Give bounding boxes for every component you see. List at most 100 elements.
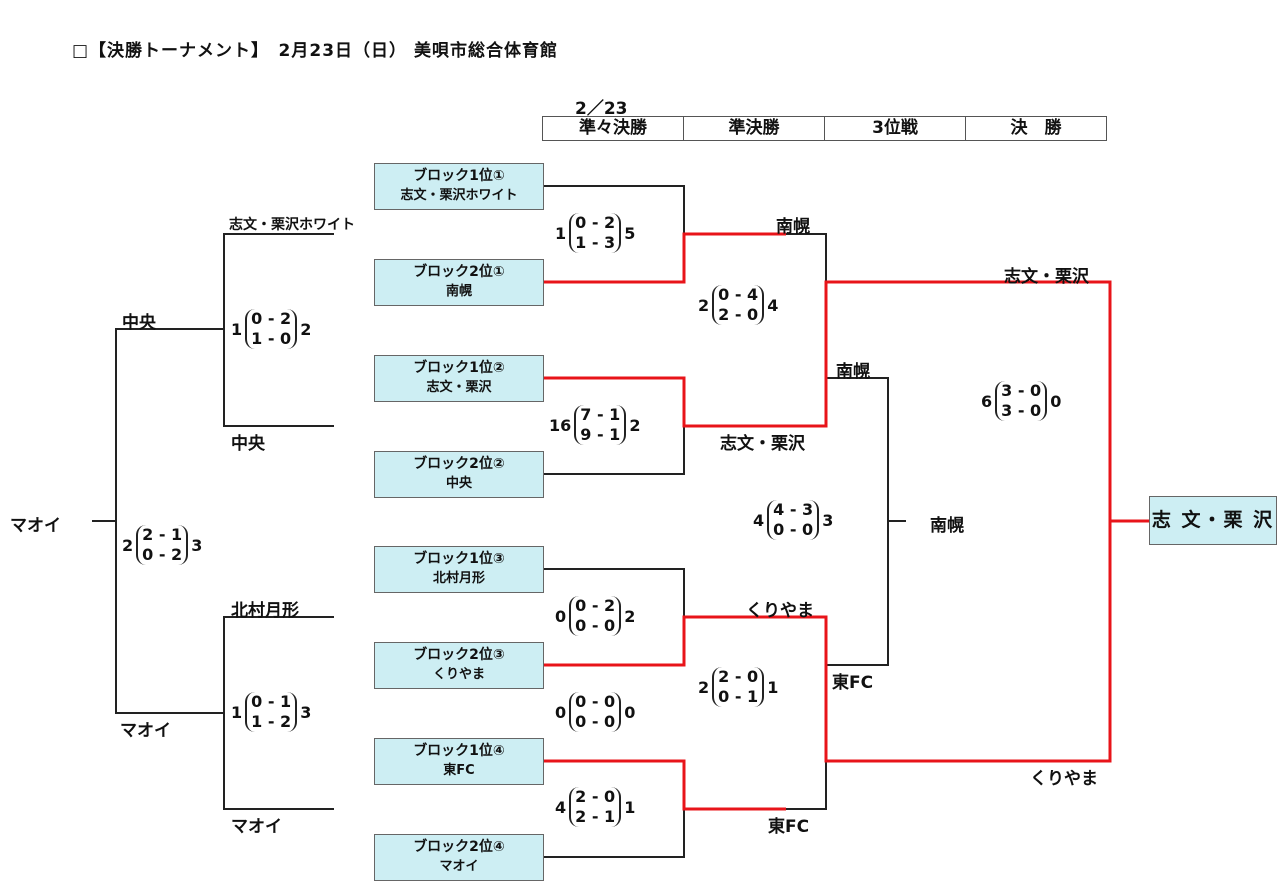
round-third-place: 3位戦 (824, 116, 966, 141)
score-right: 0 (1050, 391, 1062, 411)
page-title: □【決勝トーナメント】 2月23日（日） 美唄市総合体育館 (72, 41, 558, 61)
block-team: 志文・栗沢ホワイト (400, 188, 518, 203)
block-team: 南幌 (445, 284, 472, 299)
score-half: 0 - 2 (575, 596, 616, 615)
block-label: ブロック2位③ (413, 647, 505, 663)
score-left: 2 (698, 677, 710, 697)
block-label: ブロック1位② (413, 360, 505, 376)
block-box: ブロック1位④ 東FC (374, 738, 544, 785)
score-left: 4 (555, 797, 567, 817)
block-box: ブロック2位① 南幌 (374, 259, 544, 306)
block-label: ブロック1位③ (413, 551, 505, 567)
score-half: 2 - 1 (142, 525, 183, 544)
block-team: 中央 (445, 476, 472, 491)
team-label: マオイ (10, 516, 61, 536)
block-box: ブロック1位① 志文・栗沢ホワイト (374, 163, 544, 210)
block-box: ブロック1位③ 北村月形 (374, 546, 544, 593)
round-final: 決 勝 (965, 116, 1107, 141)
team-label: くりやま (746, 601, 814, 621)
score-half: 2 - 1 (575, 807, 616, 826)
score-left: 0 (555, 702, 567, 722)
score-half: 1 - 2 (251, 712, 292, 731)
block-label: ブロック2位① (413, 264, 505, 280)
block-label: ブロック2位② (413, 456, 505, 472)
team-label: 南幌 (776, 217, 810, 237)
score-right: 1 (767, 677, 779, 697)
score-left: 6 (981, 391, 993, 411)
black-lines (92, 185, 906, 858)
score-right: 4 (767, 295, 779, 315)
score-half: 0 - 1 (718, 687, 759, 706)
block-team: 志文・栗沢 (426, 380, 492, 395)
score-left: 1 (231, 702, 243, 722)
team-label: 南幌 (930, 516, 964, 536)
score-left: 1 (555, 223, 567, 243)
team-label: くりやま (1030, 769, 1098, 789)
score-left: 2 (698, 295, 710, 315)
score-right: 0 (624, 702, 636, 722)
block-label: ブロック1位④ (413, 743, 505, 759)
score-half: 2 - 0 (718, 667, 759, 686)
champion-box: 志 文・栗 沢 (1149, 496, 1277, 545)
block-box: ブロック2位④ マオイ (374, 834, 544, 881)
score-right: 3 (300, 702, 312, 722)
score-half: 0 - 4 (718, 285, 759, 304)
score-right: 3 (191, 535, 203, 555)
round-date: 2／23 (575, 99, 628, 119)
team-label: 志文・栗沢 (1004, 267, 1089, 287)
score-half: 2 - 0 (575, 787, 616, 806)
team-label: 北村月形 (231, 601, 299, 621)
score-left: 0 (555, 606, 567, 626)
round-semifinal: 準決勝 (683, 116, 825, 141)
score-half: 2 - 0 (718, 305, 759, 324)
score-half: 0 - 2 (251, 309, 292, 328)
round-header: 準々決勝 準決勝 3位戦 決 勝 (542, 116, 1107, 141)
score-half: 3 - 0 (1001, 381, 1042, 400)
score-left: 4 (753, 510, 765, 530)
team-label: 中央 (122, 313, 156, 333)
team-label: 東FC (768, 817, 810, 837)
score-left: 16 (549, 415, 572, 435)
score-left: 2 (122, 535, 134, 555)
score-half: 4 - 3 (773, 500, 814, 519)
winner-lines (544, 232, 1149, 811)
block-box: ブロック2位② 中央 (374, 451, 544, 498)
round-quarterfinal: 準々決勝 (542, 116, 684, 141)
score-half: 9 - 1 (580, 425, 621, 444)
score-right: 1 (624, 797, 636, 817)
score-half: 0 - 0 (575, 712, 616, 731)
block-box: ブロック1位② 志文・栗沢 (374, 355, 544, 402)
score-right: 5 (624, 223, 636, 243)
block-team: 北村月形 (432, 571, 485, 586)
team-label: マオイ (231, 817, 282, 837)
score-right: 3 (822, 510, 834, 530)
block-team: 東FC (443, 763, 475, 778)
score-half: 1 - 3 (575, 233, 616, 252)
block-box: ブロック2位③ くりやま (374, 642, 544, 689)
team-label: 志文・栗沢ホワイト (229, 217, 355, 233)
team-label: 南幌 (836, 362, 870, 382)
team-label: 中央 (231, 434, 265, 454)
score-half: 0 - 0 (575, 616, 616, 635)
score-half: 3 - 0 (1001, 401, 1042, 420)
team-label: マオイ (120, 721, 171, 741)
block-team: くりやま (432, 667, 485, 682)
score-right: 2 (300, 319, 312, 339)
score-half: 0 - 0 (575, 692, 616, 711)
score-right: 2 (624, 606, 636, 626)
score-half: 7 - 1 (580, 405, 621, 424)
block-label: ブロック2位④ (413, 839, 505, 855)
